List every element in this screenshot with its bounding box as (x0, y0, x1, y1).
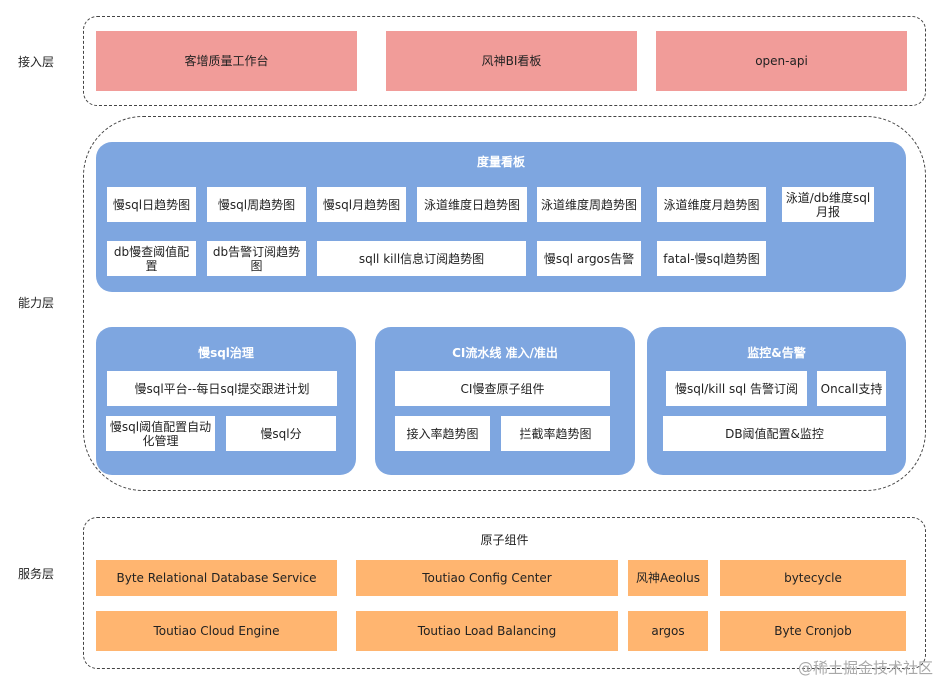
metrics-item: db告警订阅趋势图 (207, 241, 306, 276)
service-item: bytecycle (720, 560, 906, 596)
metrics-item: 泳道维度月趋势图 (657, 187, 766, 222)
monitor-panel-title: 监控&告警 (747, 346, 806, 360)
metrics-item: fatal-慢sql趋势图 (657, 241, 766, 276)
ci-item: 接入率趋势图 (395, 416, 490, 451)
service-item: Toutiao Config Center (356, 560, 618, 596)
service-item: Toutiao Cloud Engine (96, 611, 337, 651)
monitor-item: DB阈值配置&监控 (663, 416, 886, 451)
metrics-item: 慢sql日趋势图 (107, 187, 196, 222)
service-item: argos (628, 611, 708, 651)
governance-item: 慢sql平台--每日sql提交跟进计划 (107, 371, 337, 406)
metrics-item: 慢sql周趋势图 (207, 187, 306, 222)
service-item: Toutiao Load Balancing (356, 611, 618, 651)
governance-panel-title: 慢sql治理 (198, 346, 254, 360)
metrics-panel-title: 度量看板 (476, 155, 525, 169)
service-item: Byte Relational Database Service (96, 560, 337, 596)
service-layer-title: 原子组件 (480, 533, 529, 547)
service-item: Byte Cronjob (720, 611, 906, 651)
monitor-panel: 监控&告警 慢sql/kill sql 告警订阅 Oncall支持 DB阈值配置… (647, 327, 906, 475)
ci-panel: CI流水线 准入/准出 CI慢查原子组件 接入率趋势图 拦截率趋势图 (375, 327, 635, 475)
service-layer-container (83, 517, 926, 669)
monitor-item: 慢sql/kill sql 告警订阅 (666, 371, 807, 406)
metrics-panel: 度量看板 慢sql日趋势图 慢sql周趋势图 慢sql月趋势图 泳道维度日趋势图… (96, 142, 906, 292)
ci-item: CI慢查原子组件 (395, 371, 610, 406)
governance-panel: 慢sql治理 慢sql平台--每日sql提交跟进计划 慢sql阈值配置自动化管理… (96, 327, 356, 475)
metrics-item: 泳道维度周趋势图 (537, 187, 641, 222)
metrics-item: 泳道/db维度sql月报 (782, 187, 874, 222)
metrics-item: sqll kill信息订阅趋势图 (317, 241, 526, 276)
access-item: 风神BI看板 (386, 31, 637, 91)
layer-label-service: 服务层 (18, 567, 55, 581)
metrics-item: 泳道维度日趋势图 (417, 187, 527, 222)
governance-item: 慢sql分 (226, 416, 336, 451)
layer-label-access: 接入层 (18, 55, 55, 69)
access-layer-container (83, 16, 926, 106)
watermark: @稀土掘金技术社区 (797, 659, 933, 677)
metrics-item: db慢查阈值配置 (107, 241, 196, 276)
access-item: 客增质量工作台 (96, 31, 357, 91)
metrics-item: 慢sql月趋势图 (317, 187, 406, 222)
access-item: open-api (656, 31, 907, 91)
monitor-item: Oncall支持 (817, 371, 886, 406)
ci-item: 拦截率趋势图 (501, 416, 610, 451)
ci-panel-title: CI流水线 准入/准出 (452, 346, 558, 360)
service-item: 风神Aeolus (628, 560, 708, 596)
layer-label-capability: 能力层 (18, 296, 55, 310)
metrics-item: 慢sql argos告警 (537, 241, 641, 276)
governance-item: 慢sql阈值配置自动化管理 (106, 416, 215, 451)
capability-layer-container (83, 116, 926, 491)
